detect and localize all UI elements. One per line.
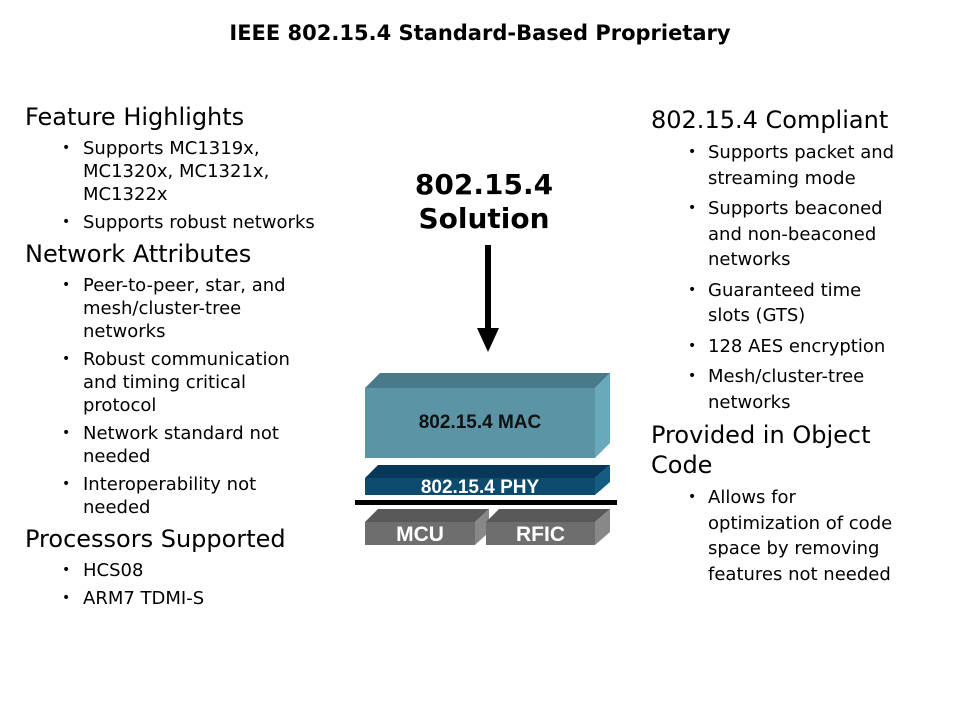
section-heading: Feature Highlights	[25, 103, 245, 131]
bullet-icon: •	[688, 337, 697, 354]
solution-label: 802.15.4 Solution	[414, 168, 554, 235]
right-column: 802.15.4 Compliant •Supports packet and …	[651, 105, 951, 587]
list-item: •128 AES encryption	[651, 334, 951, 360]
slide-title: IEEE 802.15.4 Standard-Based Proprietary	[229, 21, 731, 45]
bullet-icon: •	[62, 140, 71, 156]
list-item: •Interoperability not needed	[62, 474, 257, 518]
list-item: •Peer-to-peer, star, and mesh/cluster-tr…	[62, 275, 286, 342]
section-heading: 802.15.4 Compliant	[651, 106, 889, 134]
list-item: •Supports packet and streaming mode	[688, 142, 895, 189]
list-item: •HCS08	[62, 560, 144, 581]
bullet-icon: •	[688, 281, 697, 298]
bullet-icon: •	[688, 144, 697, 160]
bullet-icon: •	[62, 476, 71, 492]
list-item: •Mesh/cluster-tree networks	[688, 366, 865, 413]
mac-label: 802.15.4 MAC	[418, 412, 542, 433]
phy-block	[365, 465, 610, 495]
section-heading: Provided in Object Code	[651, 421, 871, 479]
mac-block	[365, 373, 610, 458]
divider-line	[355, 500, 617, 505]
mcu-label: MCU	[396, 523, 444, 546]
bullet-icon: •	[62, 214, 71, 230]
bullet-icon: •	[62, 425, 71, 441]
bullet-icon: •	[62, 562, 71, 578]
section-heading: Processors Supported	[25, 525, 286, 553]
bullet-icon: •	[62, 277, 71, 293]
bullet-icon: •	[688, 200, 697, 216]
section-heading: Network Attributes	[25, 240, 252, 268]
mcu-block	[365, 509, 489, 545]
list-item: •Robust communication and timing critica…	[62, 349, 290, 416]
phy-label: 802.15.4 PHY	[420, 477, 540, 495]
bullet-icon: •	[688, 368, 697, 384]
bullet-icon: •	[62, 590, 71, 606]
bullet-icon: •	[62, 351, 71, 367]
list-item: •Supports robust networks	[62, 212, 315, 233]
list-item: •Supports MC1319x, MC1320x, MC1321x, MC1…	[62, 138, 270, 205]
rfic-block	[486, 509, 610, 545]
down-arrow-icon	[477, 245, 499, 352]
list-item: •ARM7 TDMI-S	[62, 588, 205, 609]
list-item: •Allows for optimization of code space b…	[688, 487, 893, 585]
list-item: •Supports beaconed and non-beaconed netw…	[688, 198, 883, 270]
bullet-icon: •	[688, 489, 697, 505]
left-column: Feature Highlights •Supports MC1319x, MC…	[25, 102, 365, 610]
rfic-label: RFIC	[516, 523, 565, 546]
list-item: •Guaranteed time slots (GTS)	[688, 279, 862, 327]
list-item: •Network standard not needed	[62, 423, 279, 467]
